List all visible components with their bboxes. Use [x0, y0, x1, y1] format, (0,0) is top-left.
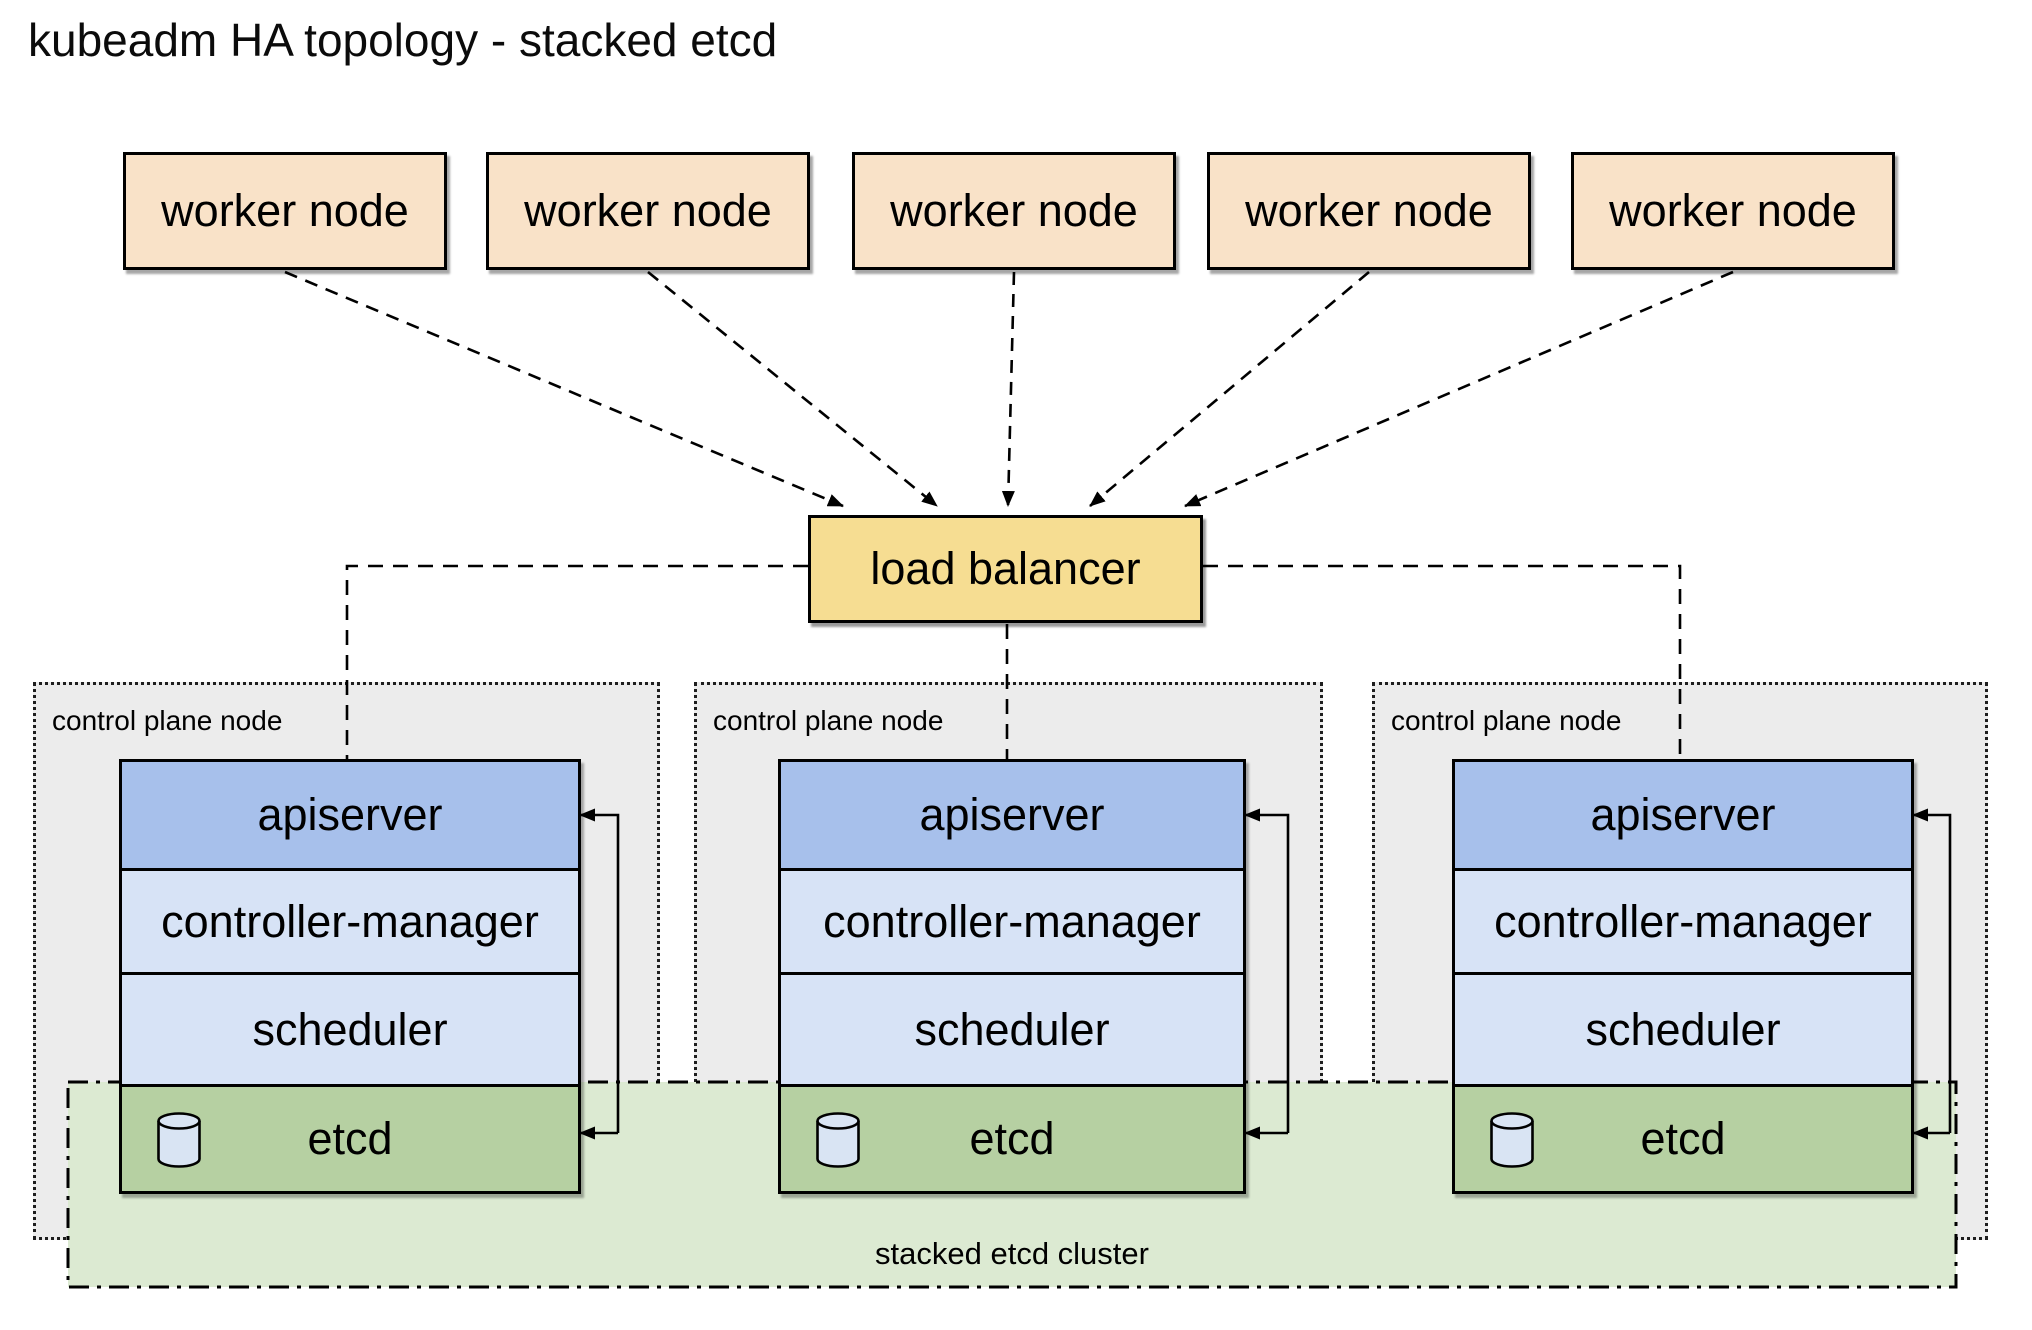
etcd-label: etcd: [1640, 1113, 1726, 1164]
worker-node-box: worker node: [1571, 152, 1895, 270]
etcd-label: etcd: [307, 1113, 393, 1164]
worker-node-box: worker node: [1207, 152, 1531, 270]
load-balancer-to-apiserver-links: [345, 564, 1682, 760]
etcd-box: etcd: [781, 1084, 1243, 1191]
etcd-box: etcd: [122, 1084, 578, 1191]
apiserver-label: apiserver: [257, 789, 443, 840]
stacked-etcd-cluster-label: stacked etcd cluster: [875, 1236, 1149, 1271]
apiserver-box: apiserver: [122, 762, 578, 868]
controller-manager-label: controller-manager: [1494, 895, 1872, 947]
control-plane-node-label: control plane node: [1391, 705, 1622, 736]
worker-node-label: worker node: [161, 185, 409, 236]
worker-node-label: worker node: [890, 185, 1138, 236]
loop3-top: [1912, 808, 1952, 1133]
lb-link-left: [345, 564, 808, 760]
loop2-top: [1244, 808, 1290, 1133]
worker-node-label: worker node: [1609, 185, 1857, 236]
loop1-top: [579, 808, 620, 1133]
apiserver-label: apiserver: [919, 789, 1105, 840]
worker2-arrow: [647, 270, 938, 508]
diagram-title: kubeadm HA topology - stacked etcd: [28, 14, 778, 66]
apiserver-etcd-loops: [579, 808, 1952, 1140]
controller-manager-box: controller-manager: [781, 868, 1243, 972]
load-balancer-box: load balancer: [808, 515, 1203, 623]
worker4-arrow: [1089, 271, 1370, 507]
apiserver-box: apiserver: [1455, 762, 1911, 868]
database-icon: [816, 1112, 860, 1168]
control-plane-node-label: control plane node: [713, 705, 944, 736]
scheduler-label: scheduler: [252, 1003, 448, 1055]
etcd-box: etcd: [1455, 1084, 1911, 1191]
control-plane-node-label: control plane node: [52, 705, 283, 736]
worker-node-box: worker node: [852, 152, 1176, 270]
scheduler-box: scheduler: [781, 972, 1243, 1084]
worker5-arrow: [1184, 270, 1734, 508]
lb-link-right: [1203, 564, 1682, 760]
apiserver-label: apiserver: [1590, 789, 1776, 840]
control-plane-stack-1: apiserver controller-manager scheduler e…: [119, 759, 581, 1194]
scheduler-box: scheduler: [122, 972, 578, 1084]
worker-node-label: worker node: [524, 185, 772, 236]
load-balancer-label: load balancer: [870, 543, 1141, 594]
worker-node-box: worker node: [486, 152, 810, 270]
worker-to-load-balancer-arrows: [284, 270, 1734, 508]
scheduler-label: scheduler: [914, 1003, 1110, 1055]
controller-manager-box: controller-manager: [1455, 868, 1911, 972]
worker1-arrow: [284, 270, 844, 508]
database-icon: [157, 1112, 201, 1168]
database-icon: [1490, 1112, 1534, 1168]
control-plane-stack-2: apiserver controller-manager scheduler e…: [778, 759, 1246, 1194]
scheduler-box: scheduler: [1455, 972, 1911, 1084]
worker3-arrow: [1001, 271, 1016, 507]
controller-manager-box: controller-manager: [122, 868, 578, 972]
controller-manager-label: controller-manager: [823, 895, 1201, 947]
control-plane-stack-3: apiserver controller-manager scheduler e…: [1452, 759, 1914, 1194]
etcd-label: etcd: [969, 1113, 1055, 1164]
scheduler-label: scheduler: [1585, 1003, 1781, 1055]
worker-node-box: worker node: [123, 152, 447, 270]
apiserver-box: apiserver: [781, 762, 1243, 868]
controller-manager-label: controller-manager: [161, 895, 539, 947]
worker-node-label: worker node: [1245, 185, 1493, 236]
